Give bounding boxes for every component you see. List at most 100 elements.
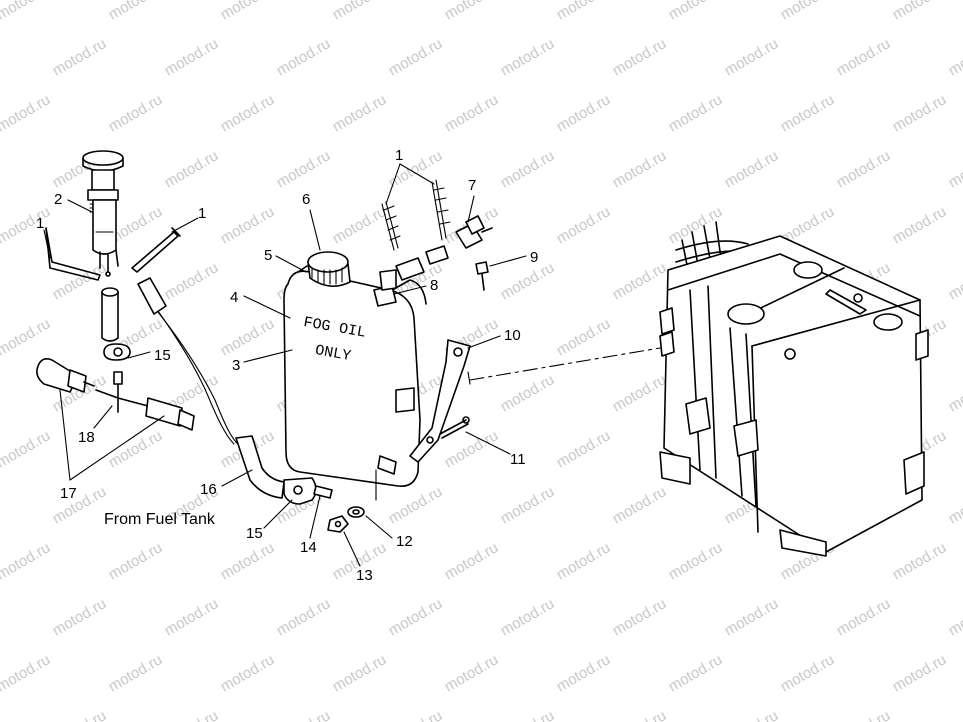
watermark-text: motod.ru — [0, 539, 53, 583]
watermark-text: motod.ru — [218, 315, 278, 359]
watermark-text: motod.ru — [442, 91, 502, 135]
watermark-text: motod.ru — [722, 595, 782, 639]
callout-13: 13 — [356, 567, 373, 584]
watermark-text: motod.ru — [946, 35, 963, 79]
watermark-text: motod.ru — [50, 707, 110, 722]
callout-15-bottom: 15 — [246, 525, 263, 542]
watermark-text: motod.ru — [554, 203, 614, 247]
watermark-text: motod.ru — [890, 91, 950, 135]
sensor-7 — [455, 215, 493, 249]
watermark-text: motod.ru — [162, 595, 222, 639]
callout-1-top: 1 — [395, 147, 403, 164]
watermark-text: motod.ru — [834, 595, 894, 639]
watermark-text: motod.ru — [386, 483, 446, 527]
watermark-text: motod.ru — [610, 483, 670, 527]
watermark-text: motod.ru — [50, 35, 110, 79]
watermark-text: motod.ru — [554, 91, 614, 135]
watermark-text: motod.ru — [834, 707, 894, 722]
watermark-text: motod.ru — [554, 315, 614, 359]
bracket-10 — [409, 339, 471, 463]
callout-1-left: 1 — [36, 215, 44, 232]
clamp-hose — [131, 227, 181, 273]
callout-10: 10 — [504, 327, 521, 344]
callout-2: 2 — [54, 191, 62, 208]
watermark-text: motod.ru — [386, 595, 446, 639]
watermark-text: motod.ru — [554, 427, 614, 471]
callout-11: 11 — [510, 451, 526, 468]
from-fuel-tank-caption: From Fuel Tank — [104, 511, 216, 528]
watermark-text: motod.ru — [890, 651, 950, 695]
callout-16: 16 — [200, 481, 217, 498]
callout-14: 14 — [300, 539, 317, 556]
watermark-text: motod.ru — [50, 483, 110, 527]
watermark-text: motod.ru — [554, 651, 614, 695]
callout-1-mid: 1 — [198, 205, 206, 222]
watermark-text: motod.ru — [162, 707, 222, 722]
watermark-text: motod.ru — [330, 0, 390, 23]
watermark-text: motod.ru — [946, 595, 963, 639]
watermark-text: motod.ru — [162, 35, 222, 79]
oil-tank: FOG OIL ONLY — [283, 251, 427, 499]
filler-cap-assembly — [82, 150, 124, 277]
callout-18: 18 — [78, 429, 95, 446]
callout-8: 8 — [430, 277, 438, 294]
watermark-text: motod.ru — [834, 147, 894, 191]
watermark-text: motod.ru — [610, 147, 670, 191]
watermark-text: motod.ru — [442, 651, 502, 695]
watermark-text: motod.ru — [0, 315, 53, 359]
tank-label-line2: ONLY — [314, 342, 352, 365]
hose-segment — [101, 287, 119, 342]
watermark-text: motod.ru — [778, 651, 838, 695]
watermark-text: motod.ru — [946, 483, 963, 527]
callout-9: 9 — [530, 249, 538, 266]
watermark-text: motod.ru — [666, 0, 726, 23]
watermark-text: motod.ru — [890, 203, 950, 247]
watermark-text: motod.ru — [498, 35, 558, 79]
watermark-text: motod.ru — [778, 0, 838, 23]
watermark-text: motod.ru — [666, 91, 726, 135]
watermark-text: motod.ru — [722, 35, 782, 79]
watermark-text: motod.ru — [778, 91, 838, 135]
watermark-text: motod.ru — [274, 707, 334, 722]
watermark-text: motod.ru — [218, 651, 278, 695]
watermark-text: motod.ru — [946, 371, 963, 415]
hose-connectors — [36, 358, 195, 431]
callout-6: 6 — [302, 191, 310, 208]
watermark-text: motod.ru — [834, 35, 894, 79]
watermark-text: motod.ru — [890, 539, 950, 583]
watermark-text: motod.ru — [442, 0, 502, 23]
grommet-left — [103, 343, 131, 361]
watermark-text: motod.ru — [610, 707, 670, 722]
watermark-text: motod.ru — [0, 203, 53, 247]
watermark-text: motod.ru — [162, 259, 222, 303]
watermark-text: motod.ru — [554, 0, 614, 23]
screw-9 — [475, 261, 489, 291]
watermark-text: motod.ru — [610, 259, 670, 303]
watermark-text: motod.ru — [666, 651, 726, 695]
callout-4: 4 — [230, 289, 238, 306]
washer-12 — [347, 506, 365, 518]
bolt-11 — [439, 416, 470, 439]
watermark-text: motod.ru — [50, 595, 110, 639]
watermark-text: motod.ru — [106, 0, 166, 23]
watermark-text: motod.ru — [106, 91, 166, 135]
watermark-text: motod.ru — [0, 427, 53, 471]
watermark-text: motod.ru — [498, 259, 558, 303]
watermark-text: motod.ru — [274, 147, 334, 191]
watermark-text: motod.ru — [666, 539, 726, 583]
watermark-text: motod.ru — [554, 539, 614, 583]
nut-13 — [327, 515, 349, 533]
callout-7: 7 — [468, 177, 476, 194]
watermark-text: motod.ru — [386, 707, 446, 722]
watermark-text: motod.ru — [106, 539, 166, 583]
watermark-text: motod.ru — [498, 595, 558, 639]
watermark-text: motod.ru — [218, 0, 278, 23]
fitting-8 — [373, 269, 397, 307]
watermark-text: motod.ru — [330, 203, 390, 247]
watermark-text: motod.ru — [498, 371, 558, 415]
watermark-text: motod.ru — [274, 35, 334, 79]
watermark-text: motod.ru — [0, 91, 53, 135]
watermark-text: motod.ru — [722, 707, 782, 722]
hose-16 — [137, 277, 285, 499]
